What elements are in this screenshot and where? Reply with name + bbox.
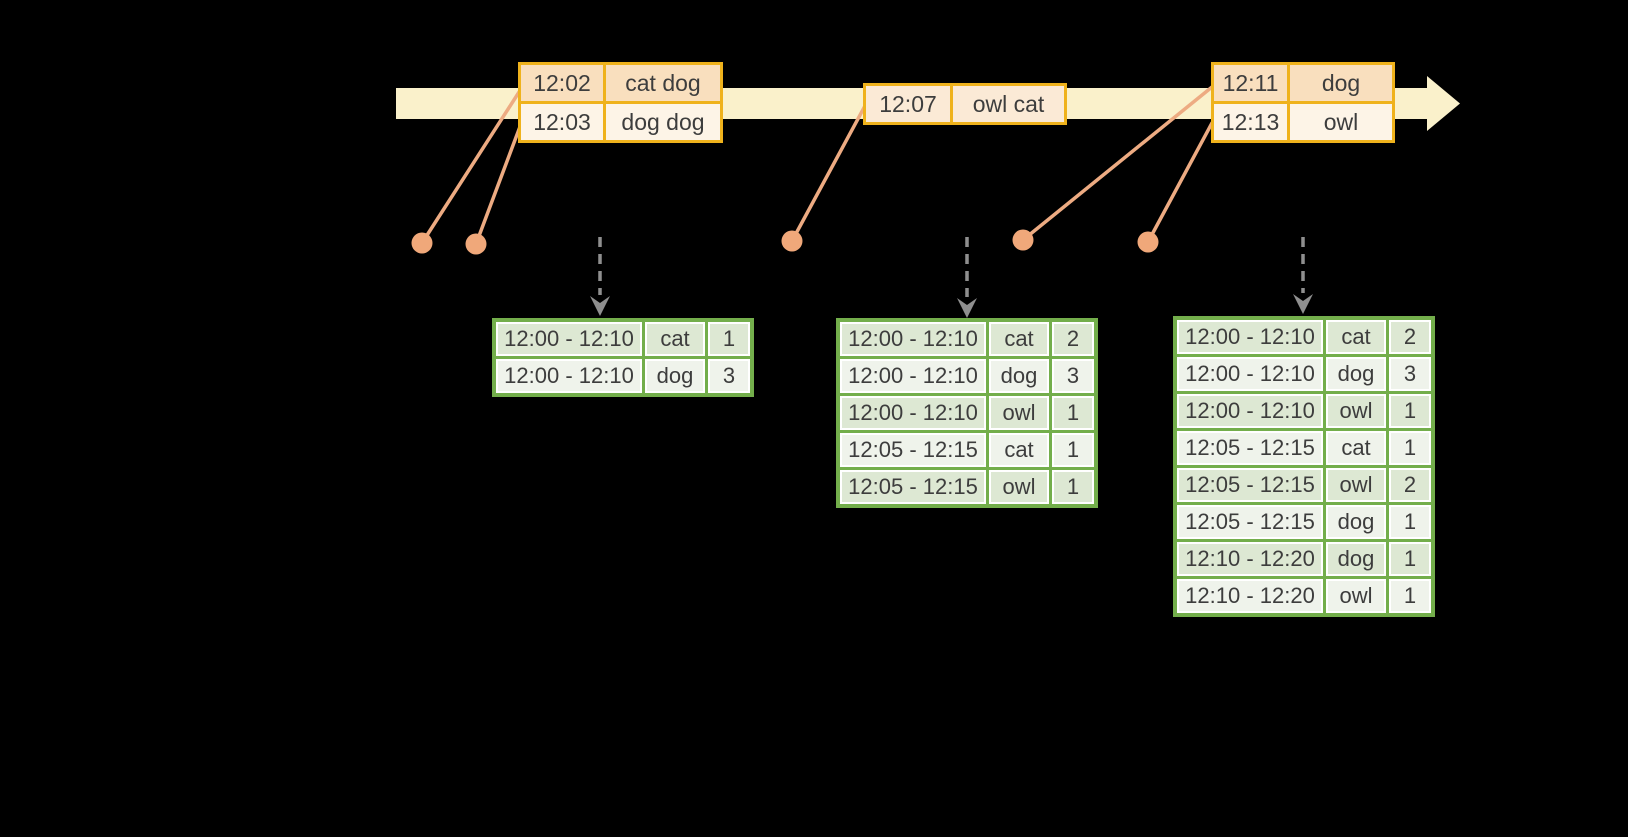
result-row: 12:00 - 12:10 owl 1 bbox=[1177, 394, 1431, 428]
trigger-arrowhead-icon bbox=[1293, 294, 1313, 314]
result-word-cell: dog bbox=[1326, 505, 1386, 539]
result-count-cell: 1 bbox=[1052, 433, 1094, 467]
timeline-arrowhead-icon bbox=[1427, 76, 1460, 131]
trigger-arrowhead-icon bbox=[957, 298, 977, 318]
result-table-2: 12:00 - 12:10 cat 2 12:00 - 12:10 dog 3 … bbox=[836, 318, 1098, 508]
result-row: 12:00 - 12:10 cat 2 bbox=[840, 322, 1094, 356]
result-word-cell: owl bbox=[1326, 394, 1386, 428]
result-row: 12:00 - 12:10 cat 1 bbox=[496, 322, 750, 356]
result-row: 12:05 - 12:15 cat 1 bbox=[1177, 431, 1431, 465]
result-row: 12:05 - 12:15 cat 1 bbox=[840, 433, 1094, 467]
result-word-cell: dog bbox=[645, 359, 705, 393]
result-count-cell: 3 bbox=[1052, 359, 1094, 393]
trigger-arrowheads bbox=[590, 294, 1313, 318]
event-table-1: 12:02 cat dog 12:03 dog dog bbox=[518, 62, 723, 143]
result-row: 12:05 - 12:15 owl 1 bbox=[840, 470, 1094, 504]
result-word-cell: owl bbox=[1326, 579, 1386, 613]
event-words-cell: dog bbox=[1290, 65, 1392, 101]
event-dot bbox=[411, 232, 433, 254]
result-row: 12:00 - 12:10 dog 3 bbox=[1177, 357, 1431, 391]
result-count-cell: 1 bbox=[708, 322, 750, 356]
result-count-cell: 1 bbox=[1052, 396, 1094, 430]
result-count-cell: 1 bbox=[1389, 579, 1431, 613]
result-window-cell: 12:00 - 12:10 bbox=[1177, 357, 1323, 391]
result-count-cell: 2 bbox=[1052, 322, 1094, 356]
result-window-cell: 12:00 - 12:10 bbox=[496, 359, 642, 393]
event-time-cell: 12:13 bbox=[1214, 104, 1287, 140]
result-count-cell: 1 bbox=[1389, 394, 1431, 428]
event-row: 12:11 dog bbox=[1214, 65, 1392, 101]
result-window-cell: 12:05 - 12:15 bbox=[1177, 431, 1323, 465]
result-row: 12:10 - 12:20 dog 1 bbox=[1177, 542, 1431, 576]
result-row: 12:00 - 12:10 dog 3 bbox=[840, 359, 1094, 393]
event-time-cell: 12:11 bbox=[1214, 65, 1287, 101]
result-window-cell: 12:05 - 12:15 bbox=[840, 433, 986, 467]
result-count-cell: 1 bbox=[1389, 505, 1431, 539]
event-connector-line bbox=[1146, 121, 1214, 244]
event-connector-lines bbox=[420, 85, 1214, 246]
event-connector-line bbox=[1021, 85, 1214, 242]
result-window-cell: 12:00 - 12:10 bbox=[1177, 394, 1323, 428]
event-dot bbox=[1012, 229, 1034, 251]
event-row: 12:03 dog dog bbox=[521, 104, 720, 140]
result-word-cell: owl bbox=[1326, 468, 1386, 502]
event-table-2: 12:07 owl cat bbox=[863, 83, 1067, 125]
result-window-cell: 12:05 - 12:15 bbox=[1177, 468, 1323, 502]
result-row: 12:10 - 12:20 owl 1 bbox=[1177, 579, 1431, 613]
result-word-cell: dog bbox=[1326, 542, 1386, 576]
event-dot bbox=[781, 230, 803, 252]
result-count-cell: 1 bbox=[1052, 470, 1094, 504]
result-row: 12:00 - 12:10 dog 3 bbox=[496, 359, 750, 393]
result-count-cell: 3 bbox=[708, 359, 750, 393]
event-time-cell: 12:02 bbox=[521, 65, 603, 101]
result-window-cell: 12:00 - 12:10 bbox=[840, 322, 986, 356]
event-words-cell: cat dog bbox=[606, 65, 720, 101]
result-row: 12:00 - 12:10 owl 1 bbox=[840, 396, 1094, 430]
result-word-cell: dog bbox=[989, 359, 1049, 393]
result-count-cell: 1 bbox=[1389, 542, 1431, 576]
result-word-cell: cat bbox=[1326, 431, 1386, 465]
trigger-arrowhead-icon bbox=[590, 296, 610, 316]
result-row: 12:05 - 12:15 dog 1 bbox=[1177, 505, 1431, 539]
result-window-cell: 12:10 - 12:20 bbox=[1177, 579, 1323, 613]
event-connector-line bbox=[474, 122, 523, 246]
event-dots bbox=[411, 229, 1159, 255]
result-count-cell: 3 bbox=[1389, 357, 1431, 391]
trigger-arrows bbox=[598, 237, 1305, 297]
result-table-1: 12:00 - 12:10 cat 1 12:00 - 12:10 dog 3 bbox=[492, 318, 754, 397]
result-count-cell: 2 bbox=[1389, 468, 1431, 502]
result-row: 12:00 - 12:10 cat 2 bbox=[1177, 320, 1431, 354]
result-row: 12:05 - 12:15 owl 2 bbox=[1177, 468, 1431, 502]
event-words-cell: owl cat bbox=[953, 86, 1064, 122]
result-window-cell: 12:05 - 12:15 bbox=[1177, 505, 1323, 539]
event-row: 12:07 owl cat bbox=[866, 86, 1064, 122]
event-words-cell: owl bbox=[1290, 104, 1392, 140]
result-window-cell: 12:00 - 12:10 bbox=[496, 322, 642, 356]
event-connector-line bbox=[420, 87, 523, 245]
result-count-cell: 2 bbox=[1389, 320, 1431, 354]
event-dot bbox=[1137, 231, 1159, 253]
result-word-cell: owl bbox=[989, 396, 1049, 430]
result-word-cell: dog bbox=[1326, 357, 1386, 391]
event-table-3: 12:11 dog 12:13 owl bbox=[1211, 62, 1395, 143]
result-word-cell: cat bbox=[645, 322, 705, 356]
result-word-cell: cat bbox=[989, 433, 1049, 467]
result-window-cell: 12:00 - 12:10 bbox=[840, 359, 986, 393]
event-dot bbox=[465, 233, 487, 255]
event-time-cell: 12:07 bbox=[866, 86, 950, 122]
event-time-cell: 12:03 bbox=[521, 104, 603, 140]
event-words-cell: dog dog bbox=[606, 104, 720, 140]
result-window-cell: 12:00 - 12:10 bbox=[840, 396, 986, 430]
event-row: 12:02 cat dog bbox=[521, 65, 720, 101]
result-count-cell: 1 bbox=[1389, 431, 1431, 465]
event-connector-line bbox=[790, 102, 868, 243]
result-window-cell: 12:00 - 12:10 bbox=[1177, 320, 1323, 354]
result-table-3: 12:00 - 12:10 cat 2 12:00 - 12:10 dog 3 … bbox=[1173, 316, 1435, 617]
event-row: 12:13 owl bbox=[1214, 104, 1392, 140]
result-window-cell: 12:10 - 12:20 bbox=[1177, 542, 1323, 576]
result-word-cell: owl bbox=[989, 470, 1049, 504]
result-window-cell: 12:05 - 12:15 bbox=[840, 470, 986, 504]
result-word-cell: cat bbox=[1326, 320, 1386, 354]
result-word-cell: cat bbox=[989, 322, 1049, 356]
